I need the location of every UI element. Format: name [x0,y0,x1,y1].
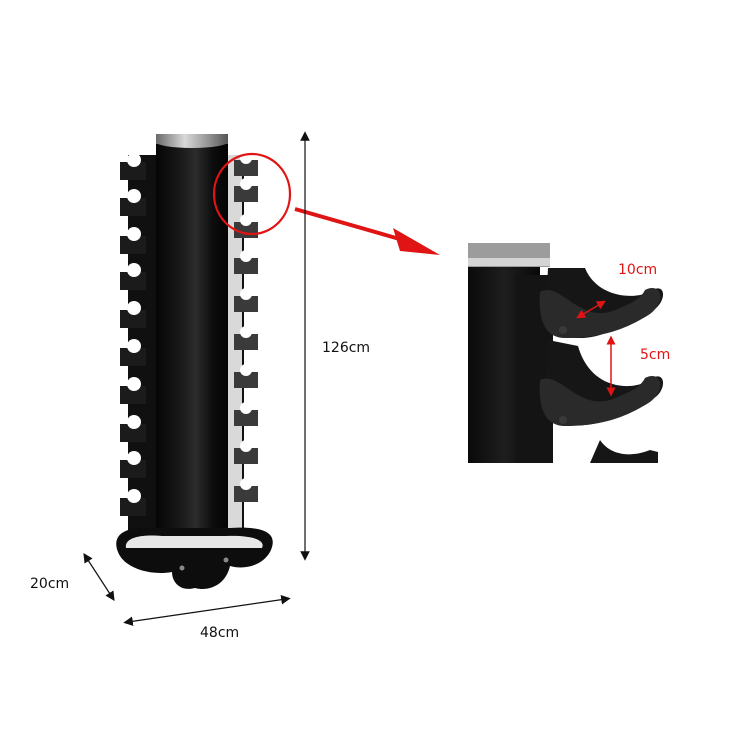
saddle-spacing-label: 5cm [640,347,671,363]
depth-dimension-line [83,552,115,602]
saddle-opening-label: 10cm [618,262,658,278]
depth-label: 20cm [30,576,70,592]
width-label: 48cm [200,625,240,641]
highlight-circle [212,152,292,236]
zoom-pointer-arrow [294,207,440,255]
width-dimension-line [123,594,291,627]
rack-tower [116,134,273,590]
detail-inset [468,243,664,463]
saddle-opening-arrow [576,300,606,319]
height-label: 126cm [322,340,371,356]
